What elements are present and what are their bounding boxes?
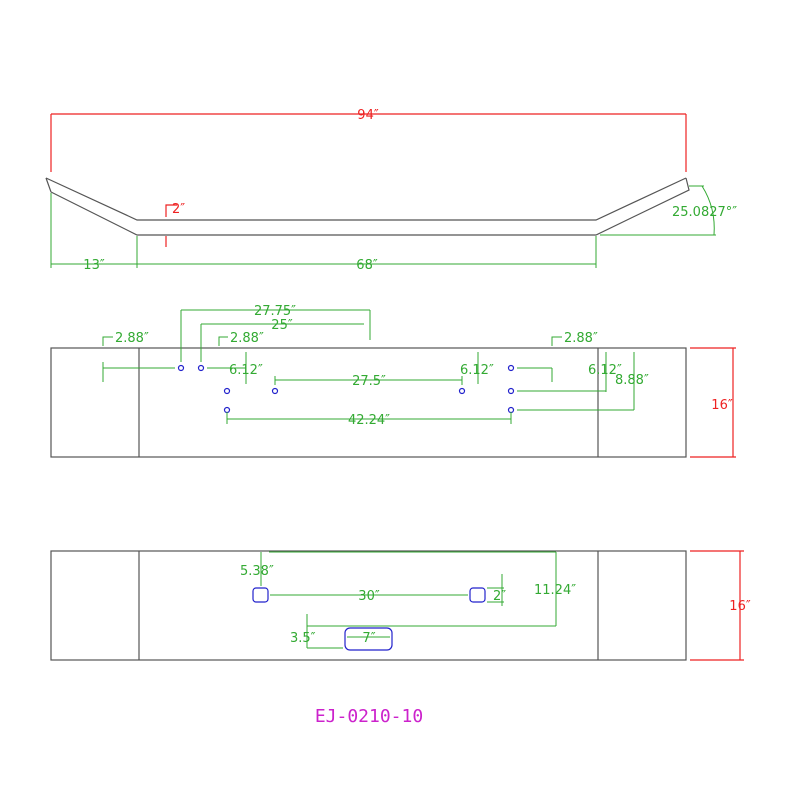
front-hole xyxy=(271,387,279,395)
left-inner-offset-leader xyxy=(218,336,228,346)
rear-slot-wide xyxy=(344,627,393,651)
front-hole xyxy=(177,364,185,372)
right-offset-leader xyxy=(551,336,562,346)
center-vertical-label: 6.12″ xyxy=(460,363,494,378)
front-hole xyxy=(223,406,231,414)
left-vertical-label: 6.12″ xyxy=(229,363,263,378)
rear-slot-right xyxy=(469,587,486,603)
front-view: 27.75″ 25″ 2.88″ 2.88″ 6.12″ 27.5″ 6.12″… xyxy=(50,304,736,458)
right-offset-label: 2.88″ xyxy=(564,331,598,346)
front-hole xyxy=(223,387,231,395)
overall-width-label: 94″ xyxy=(357,108,379,123)
left-inner-offset-label: 2.88″ xyxy=(230,331,264,346)
left-offset-leader xyxy=(102,336,113,346)
holes-span-outer-label: 27.75″ xyxy=(254,304,296,319)
rear-view: 5.38″ 30″ 2″ 11.24″ 3.5″ 7″ 16″ xyxy=(50,550,751,661)
rear-height-label: 16″ xyxy=(729,599,751,614)
bumper-top-outline-upper xyxy=(45,177,687,221)
slot-spacing-label: 30″ xyxy=(358,589,380,604)
front-hole xyxy=(507,406,515,414)
center-length-label: 68″ xyxy=(356,258,378,273)
lower-offset-label: 3.5″ xyxy=(290,631,316,646)
front-height-label: 16″ xyxy=(711,398,733,413)
rear-panel-outline xyxy=(50,550,687,661)
top-view: 94″ 2″ 13″ 68″ 25.0827°″ xyxy=(45,108,737,273)
rear-right-height-label: 11.24″ xyxy=(534,583,576,598)
right-vertical-label: 6.12″ xyxy=(588,363,622,378)
front-panel-outline xyxy=(50,347,687,458)
left-offset-label: 2.88″ xyxy=(115,331,149,346)
small-slot-label: 2″ xyxy=(493,589,506,604)
wing-length-label: 25.0827°″ xyxy=(672,205,737,220)
bottom-span-label: 42.24″ xyxy=(348,413,390,428)
front-hole xyxy=(507,387,515,395)
right-height-label: 8.88″ xyxy=(615,373,649,388)
wing-dim-arc xyxy=(701,185,715,236)
drop-dim-leader xyxy=(165,204,177,217)
rear-slot-left xyxy=(252,587,269,603)
front-hole xyxy=(458,387,466,395)
front-hole xyxy=(507,364,515,372)
slot-height-label: 5.38″ xyxy=(240,564,274,579)
center-span-label: 27.5″ xyxy=(352,374,386,389)
part-number: EJ-0210-10 xyxy=(315,706,423,727)
drop-label: 2″ xyxy=(172,202,185,217)
holes-span-inner-label: 25″ xyxy=(271,318,293,333)
wide-slot-label: 7″ xyxy=(362,631,375,646)
bumper-top-outline-lower xyxy=(45,177,690,236)
front-hole xyxy=(197,364,205,372)
end-length-label: 13″ xyxy=(83,258,105,273)
